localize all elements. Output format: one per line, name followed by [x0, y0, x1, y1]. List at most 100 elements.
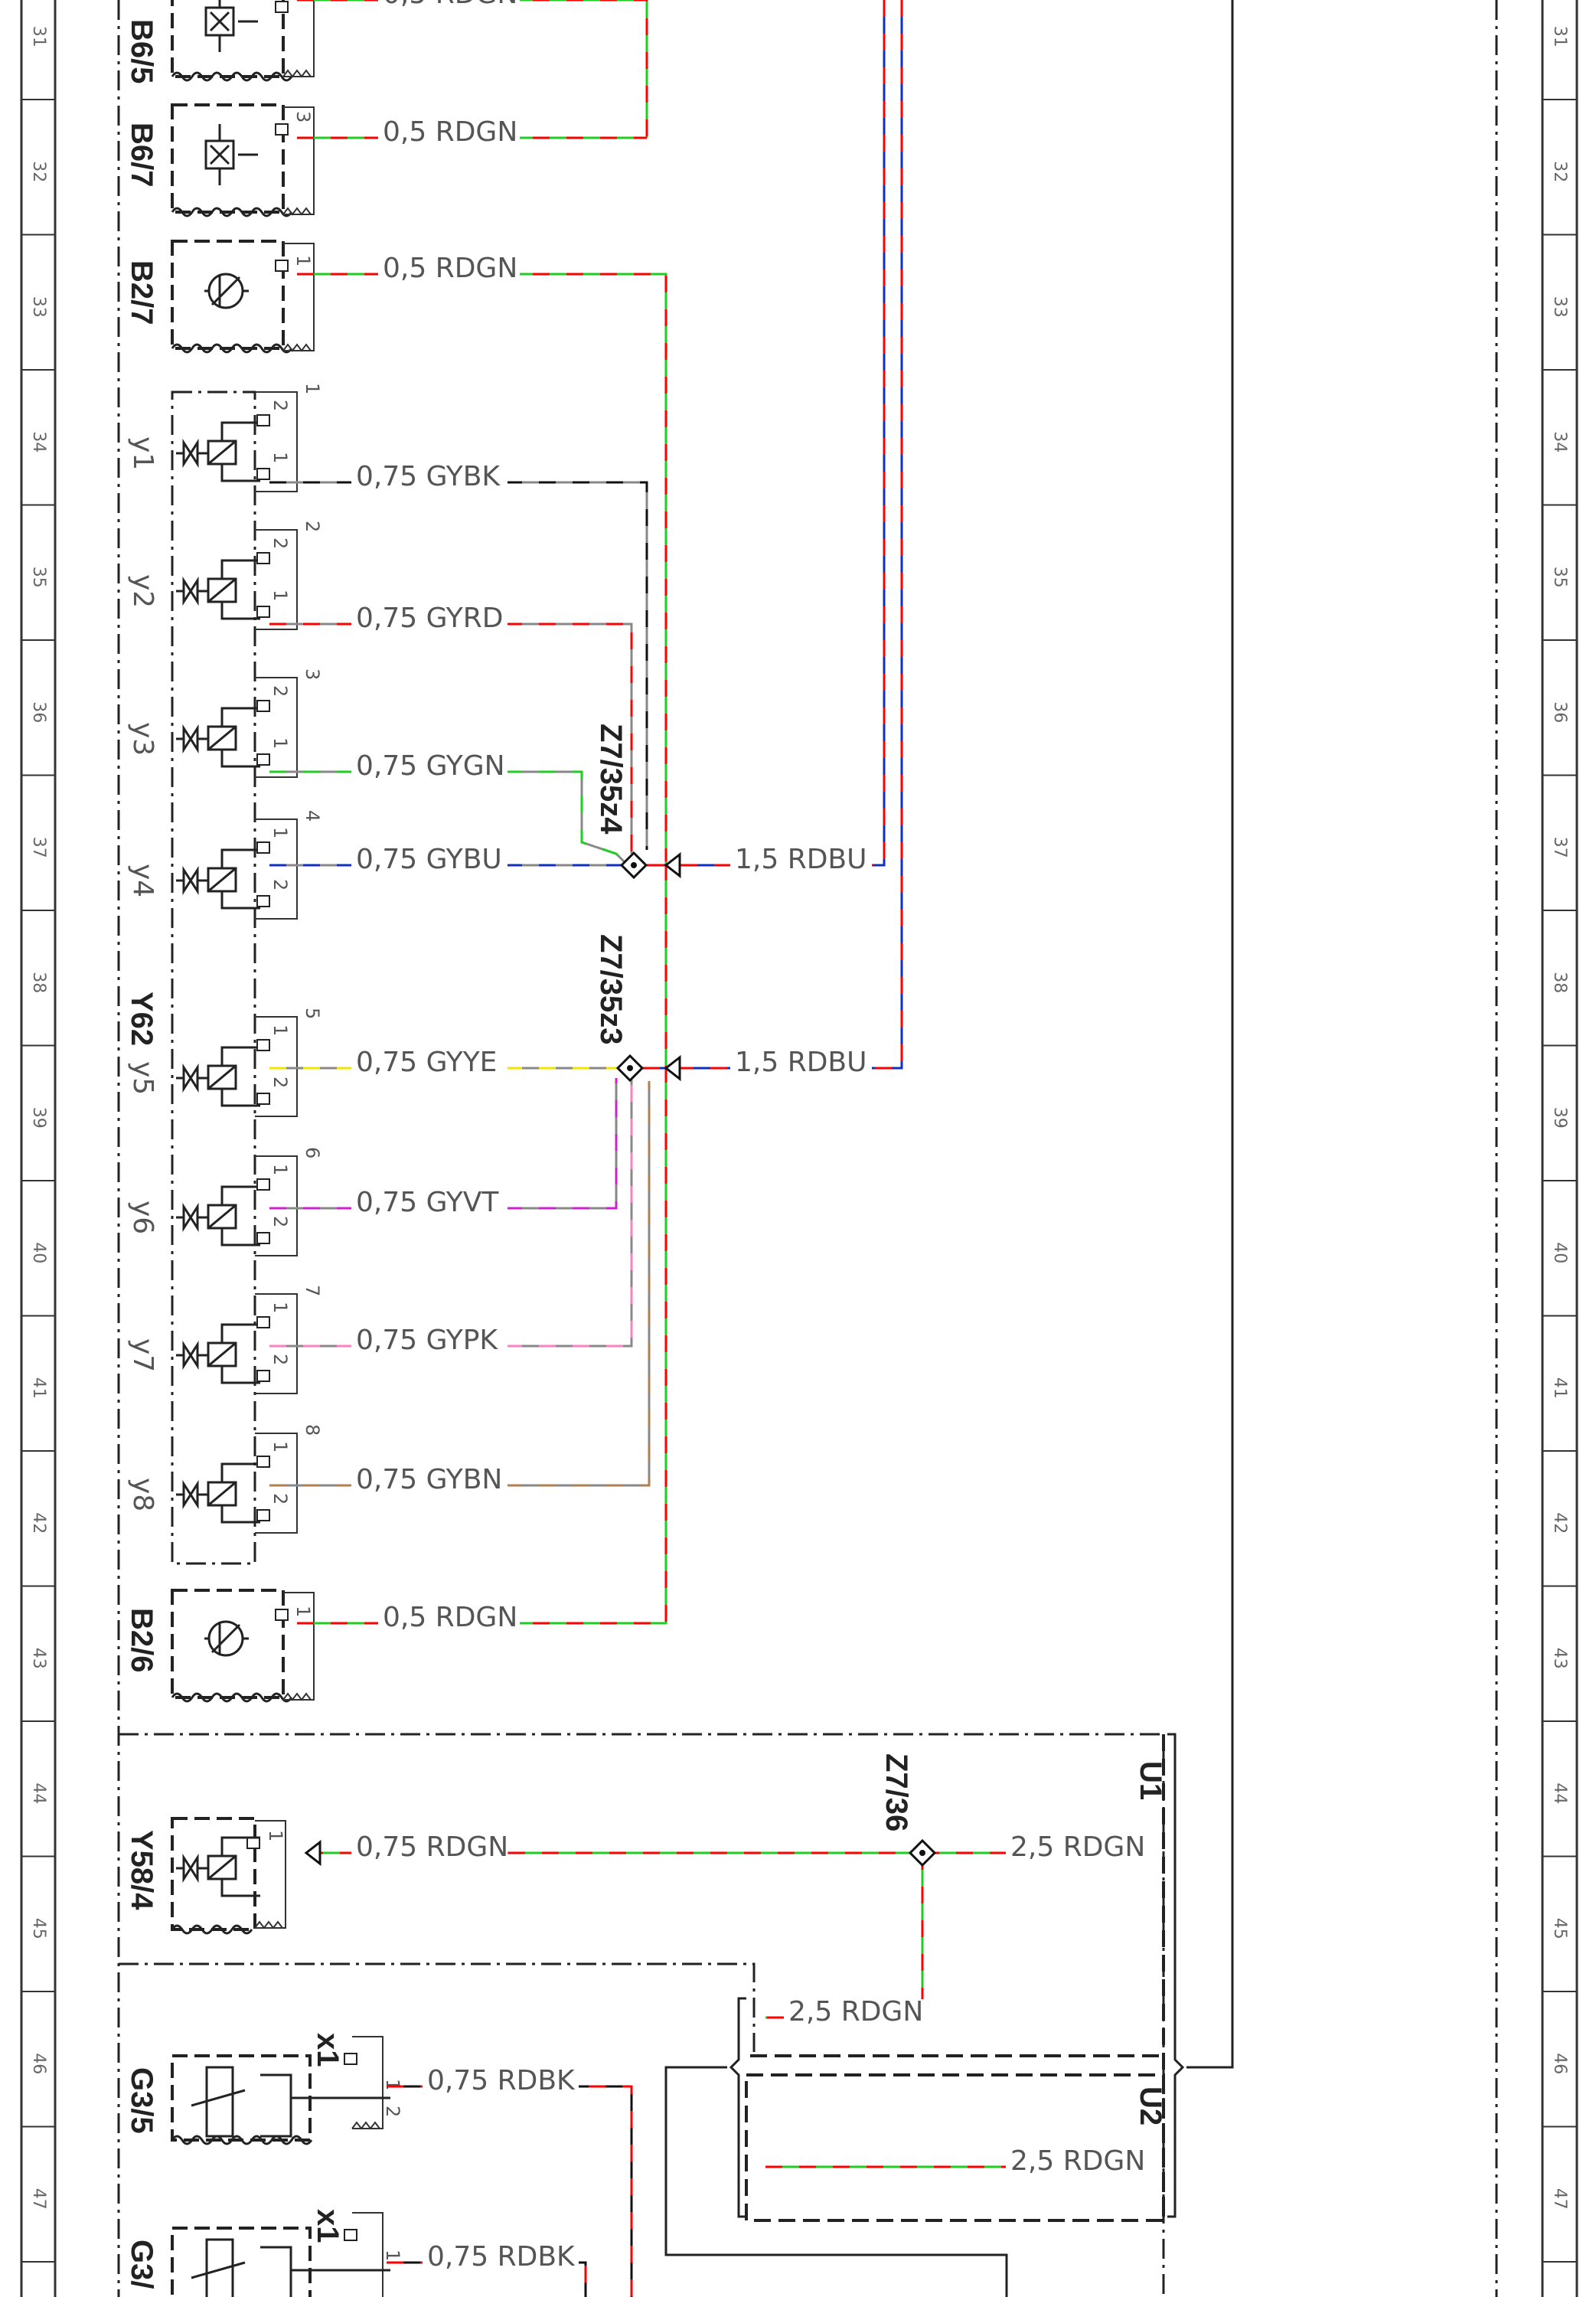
row-number: 46 [1550, 2053, 1569, 2074]
g3-x-connector [344, 2212, 383, 2297]
valve-pin-label: 1 [269, 827, 291, 838]
ref-y58-4: Y58/4 [125, 1830, 158, 1910]
b2-7-sensor-icon [204, 273, 249, 309]
wire-label-w_y3: 0,75 GYGN [351, 750, 508, 782]
wire-label-w_y58: 0,75 RDGN [351, 1831, 508, 1863]
valve-pin-label: 1 [269, 737, 291, 749]
row-number: 34 [29, 431, 48, 453]
valve-name-label: y6 [127, 1201, 158, 1234]
valve-pin-label: 2 [269, 879, 291, 890]
valve-number-label: 1 [302, 383, 323, 394]
row-number: 44 [29, 1782, 48, 1804]
wire-label-w_y2: 0,75 GYRD [351, 603, 508, 634]
row-number: 38 [29, 972, 48, 993]
splice-z36[interactable] [908, 1838, 937, 1867]
b6-7-component [171, 103, 293, 217]
wire-label-text: 0,75 RDGN [356, 1831, 508, 1863]
row-number: 47 [29, 2188, 48, 2210]
row-number: 44 [1550, 1782, 1569, 1804]
valve-number-label: 3 [302, 668, 323, 680]
row-number: 32 [1550, 161, 1569, 182]
splice-z3[interactable] [615, 1054, 645, 1083]
wire-label-text: 0,75 GYGN [356, 750, 505, 782]
splice-z4[interactable] [619, 851, 648, 880]
wire-label-text: 1,5 RDBU [735, 844, 867, 875]
wire-label-text: 2,5 RDGN [1010, 1831, 1145, 1863]
ref-y62: Y62 [125, 992, 158, 1046]
row-number: 46 [29, 2053, 48, 2074]
row-number: 31 [1550, 26, 1569, 47]
wire-label-text: 0,75 GYBN [356, 1464, 502, 1495]
valve-pin-label: 1 [269, 452, 291, 463]
wire-label-text: 0,5 RDGN [383, 253, 517, 284]
valve-pin-label: 2 [269, 537, 291, 549]
svg-text:1: 1 [382, 2079, 403, 2090]
row-number: 37 [29, 837, 48, 858]
splice-label-z36: Z7/36 [880, 1753, 913, 1831]
b6-5-switch-icon [204, 0, 258, 52]
wire-label-w_b6_5: 0,5 RDGN [378, 0, 520, 10]
valve-pin-label: 2 [269, 400, 291, 411]
valve-y3: 2 1 y3 3 [127, 668, 323, 778]
wire-label-w_y8: 0,75 GYBN [351, 1464, 508, 1495]
pin-b2-6: 1 [292, 1606, 314, 1617]
valve-pin-label: 1 [269, 590, 291, 601]
wire-label-w_b2_7: 0,5 RDGN [378, 253, 520, 284]
wire-label-text: 0,75 RDBK [427, 2065, 576, 2096]
svg-text:2: 2 [382, 2106, 403, 2117]
valve-name-label: y2 [127, 574, 158, 608]
wire-label-text: 0,75 GYVT [356, 1187, 499, 1218]
row-number: 36 [1550, 701, 1569, 723]
wire-label-text: 0,75 GYPK [356, 1325, 498, 1356]
b2-6-component [171, 1589, 293, 1703]
wire-y1 [269, 481, 648, 850]
valve-y6-icon [176, 1185, 260, 1247]
valve-name-label: y3 [127, 722, 158, 756]
wire-label-text: 2,5 RDGN [788, 1996, 923, 2027]
valve-y7-icon [176, 1323, 260, 1384]
wire-label-text: 0,75 GYRD [356, 603, 503, 634]
wire-label-text: 0,5 RDGN [383, 0, 517, 10]
connector-g3-x-pin: 1 [382, 2250, 403, 2261]
row-number: 36 [29, 701, 48, 723]
wire-label-w_b6_7: 0,5 RDGN [378, 116, 520, 148]
row-number: 41 [1550, 1377, 1569, 1399]
wire-label-text: 2,5 RDGN [1010, 2145, 1145, 2177]
row-number: 33 [29, 296, 48, 318]
valve-pin-label: 2 [269, 685, 291, 697]
valve-pin-label: 2 [269, 1493, 291, 1505]
wire-y8 [269, 1081, 651, 1487]
b2-6-sensor-icon [204, 1620, 249, 1657]
row-number: 43 [29, 1648, 48, 1669]
wire-label-w_z4_out: 1,5 RDBU [730, 844, 872, 875]
row-number: 39 [29, 1107, 48, 1129]
connector-x1-g3-5: x1 [311, 2033, 344, 2067]
module-u1-label: U1 [1134, 1761, 1167, 1800]
pin-b6-7: 3 [292, 111, 314, 123]
b6-7-connector [275, 106, 315, 216]
g3-5-connector [344, 2036, 383, 2130]
row-number: 35 [1550, 567, 1569, 588]
ref-g3-5: G3/5 [125, 2067, 158, 2134]
arrow-y58-4-input-icon [304, 1839, 321, 1867]
arrow-z4-input-icon [664, 851, 681, 879]
valve-y3-icon [176, 707, 260, 768]
row-number: 31 [29, 26, 48, 47]
y58-4-component [171, 1817, 256, 1935]
row-number: 39 [1550, 1107, 1569, 1129]
valve-name-label: y8 [127, 1478, 158, 1511]
wire-label-text: 0,75 RDBK [427, 2241, 576, 2272]
row-number: 42 [29, 1512, 48, 1534]
wire-label-text: 0,75 GYYE [356, 1047, 497, 1078]
module-braces [664, 0, 1234, 2297]
row-number: 45 [1550, 1918, 1569, 1939]
valve-pin-label: 1 [269, 1302, 291, 1313]
row-number: 40 [1550, 1242, 1569, 1263]
splice-label-z3: Z7/35z3 [594, 934, 628, 1045]
wire-z4-feed [825, 0, 886, 867]
